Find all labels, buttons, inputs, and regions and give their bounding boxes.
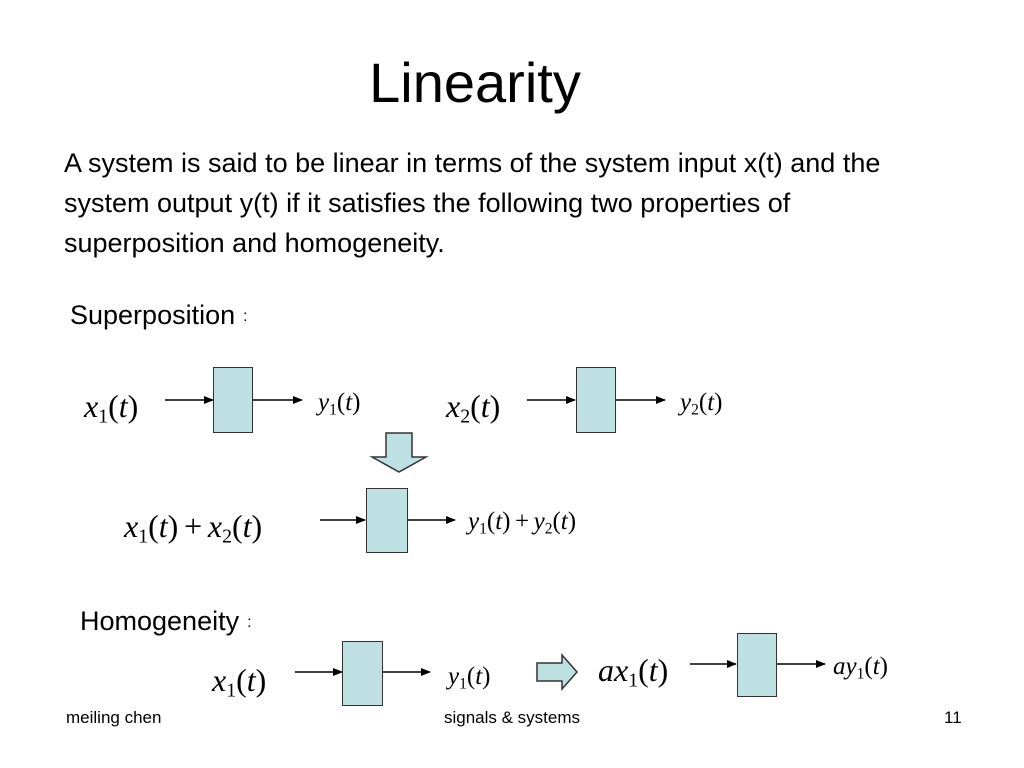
input-x1: x1(t) [84,388,139,428]
system-block-hom-1 [342,641,383,706]
system-block-2 [576,367,616,433]
system-block-1 [213,367,253,433]
homogeneity-colon: : [247,613,252,631]
hom-input-ax1: ax1(t) [598,652,669,692]
hom-output-y1: y1(t) [448,663,491,693]
homogeneity-heading: Homogeneity: [80,606,252,637]
block-right-arrow [536,653,579,691]
hom-output-ay1: ay1(t) [833,653,888,683]
input-x2: x2(t) [446,388,501,428]
system-block-hom-2 [737,633,777,697]
footer-page-number: 11 [944,708,962,727]
superposition-label: Superposition [70,300,236,330]
slide-title: Linearity [369,51,581,114]
output-y2: y2(t) [680,389,723,419]
footer-course: signals & systems [443,708,581,727]
hom-input-x1: x1(t) [212,662,267,702]
superposition-colon: : [243,307,248,325]
output-sum: y1(t)+y2(t) [468,508,577,538]
footer-author: meiling chen [66,708,162,727]
superposition-heading: Superposition: [70,300,248,331]
intro-paragraph: A system is said to be linear in terms o… [64,148,881,258]
input-sum: x1(t)+x2(t) [124,508,263,548]
system-block-sum [366,488,408,553]
block-down-arrow [369,432,429,473]
homogeneity-label: Homogeneity [80,606,240,636]
output-y1: y1(t) [318,389,361,419]
